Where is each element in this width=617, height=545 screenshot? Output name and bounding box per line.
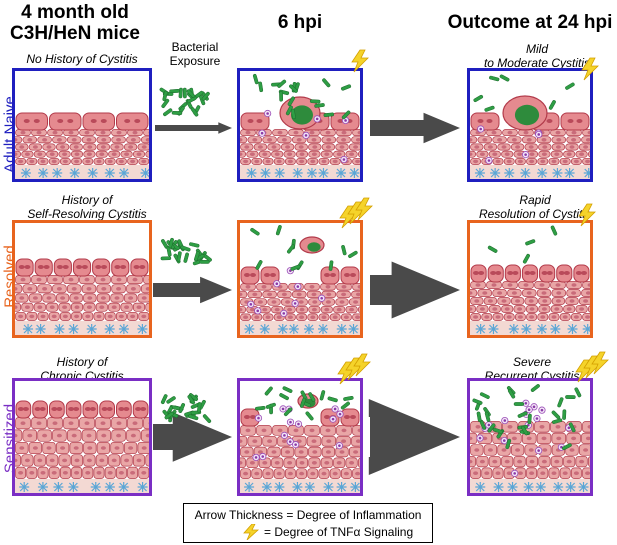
history-caption-row2: History of Self-Resolving Cystitis <box>12 193 162 221</box>
panel-sensitized-baseline <box>12 378 152 496</box>
history-row2-line1: History of <box>61 193 113 207</box>
panel-resolved-24hpi <box>467 220 593 338</box>
legend-line2: = Degree of TNFα Signaling <box>264 525 414 539</box>
panel-resolved-baseline <box>12 220 152 338</box>
outcome-row1-line1: Mild <box>525 42 548 56</box>
tissue-illustration <box>240 225 360 335</box>
mice-header-line1: 4 month old <box>21 2 129 23</box>
tissue-illustration <box>15 112 149 179</box>
outcome-caption-row1: Mild to Moderate Cystitis <box>467 42 607 70</box>
history-row3-line1: History of <box>56 355 108 369</box>
tissue-illustration <box>15 258 149 335</box>
tissue-illustration <box>15 400 149 493</box>
history-row2-line2: Self-Resolving Cystitis <box>27 207 147 221</box>
tissue-illustration <box>470 384 590 493</box>
exposure-line1: Bacterial <box>171 40 219 54</box>
outcome-row2-line1: Rapid <box>519 193 551 207</box>
exposure-caption: Bacterial Exposure <box>155 40 235 68</box>
tissue-illustration <box>240 73 360 179</box>
panel-adult-naive-6hpi <box>237 68 363 182</box>
tissue-illustration <box>470 74 590 179</box>
legend-box: Arrow Thickness = Degree of Inflammation… <box>183 503 433 543</box>
outcome-row2-line2: Resolution of Cystitis <box>478 207 592 221</box>
mice-header: 4 month old C3H/HeN mice <box>10 2 140 44</box>
bacteria-cluster-row1 <box>159 87 210 117</box>
panel-adult-naive-24hpi <box>467 68 593 182</box>
tissue-illustration <box>240 386 360 493</box>
mice-header-line2: C3H/HeN mice <box>10 23 140 44</box>
bacteria-cluster-row2 <box>160 237 212 266</box>
outcome-row3-line1: Severe <box>512 355 552 369</box>
arrow-sensitized-outcome <box>368 399 460 475</box>
panel-sensitized-6hpi <box>237 378 363 496</box>
panel-sensitized-24hpi <box>467 378 593 496</box>
6hpi-header: 6 hpi <box>277 12 323 33</box>
arrow-adult-naive-exposure <box>155 122 232 134</box>
panel-adult-naive-baseline <box>12 68 152 182</box>
arrow-sensitized-exposure <box>153 412 232 462</box>
outcome-row1-line2: to Moderate Cystitis <box>483 56 591 70</box>
legend-line1: Arrow Thickness = Degree of Inflammation <box>194 508 422 522</box>
lightning-bolt-icon <box>243 524 260 540</box>
exposure-line2: Exposure <box>169 54 221 68</box>
history-caption-row1: No History of Cystitis <box>12 52 152 66</box>
arrow-resolved-outcome <box>370 261 460 319</box>
outcome-header: Outcome at 24 hpi <box>447 12 613 33</box>
history-row1-line1: No History of Cystitis <box>26 52 138 66</box>
outcome-caption-row2: Rapid Resolution of Cystitis <box>465 193 605 221</box>
tissue-illustration <box>470 225 590 335</box>
arrow-resolved-exposure <box>153 276 232 304</box>
arrow-adult-naive-outcome <box>370 112 460 144</box>
panel-resolved-6hpi <box>237 220 363 338</box>
bacteria-cluster-row3 <box>160 393 212 424</box>
